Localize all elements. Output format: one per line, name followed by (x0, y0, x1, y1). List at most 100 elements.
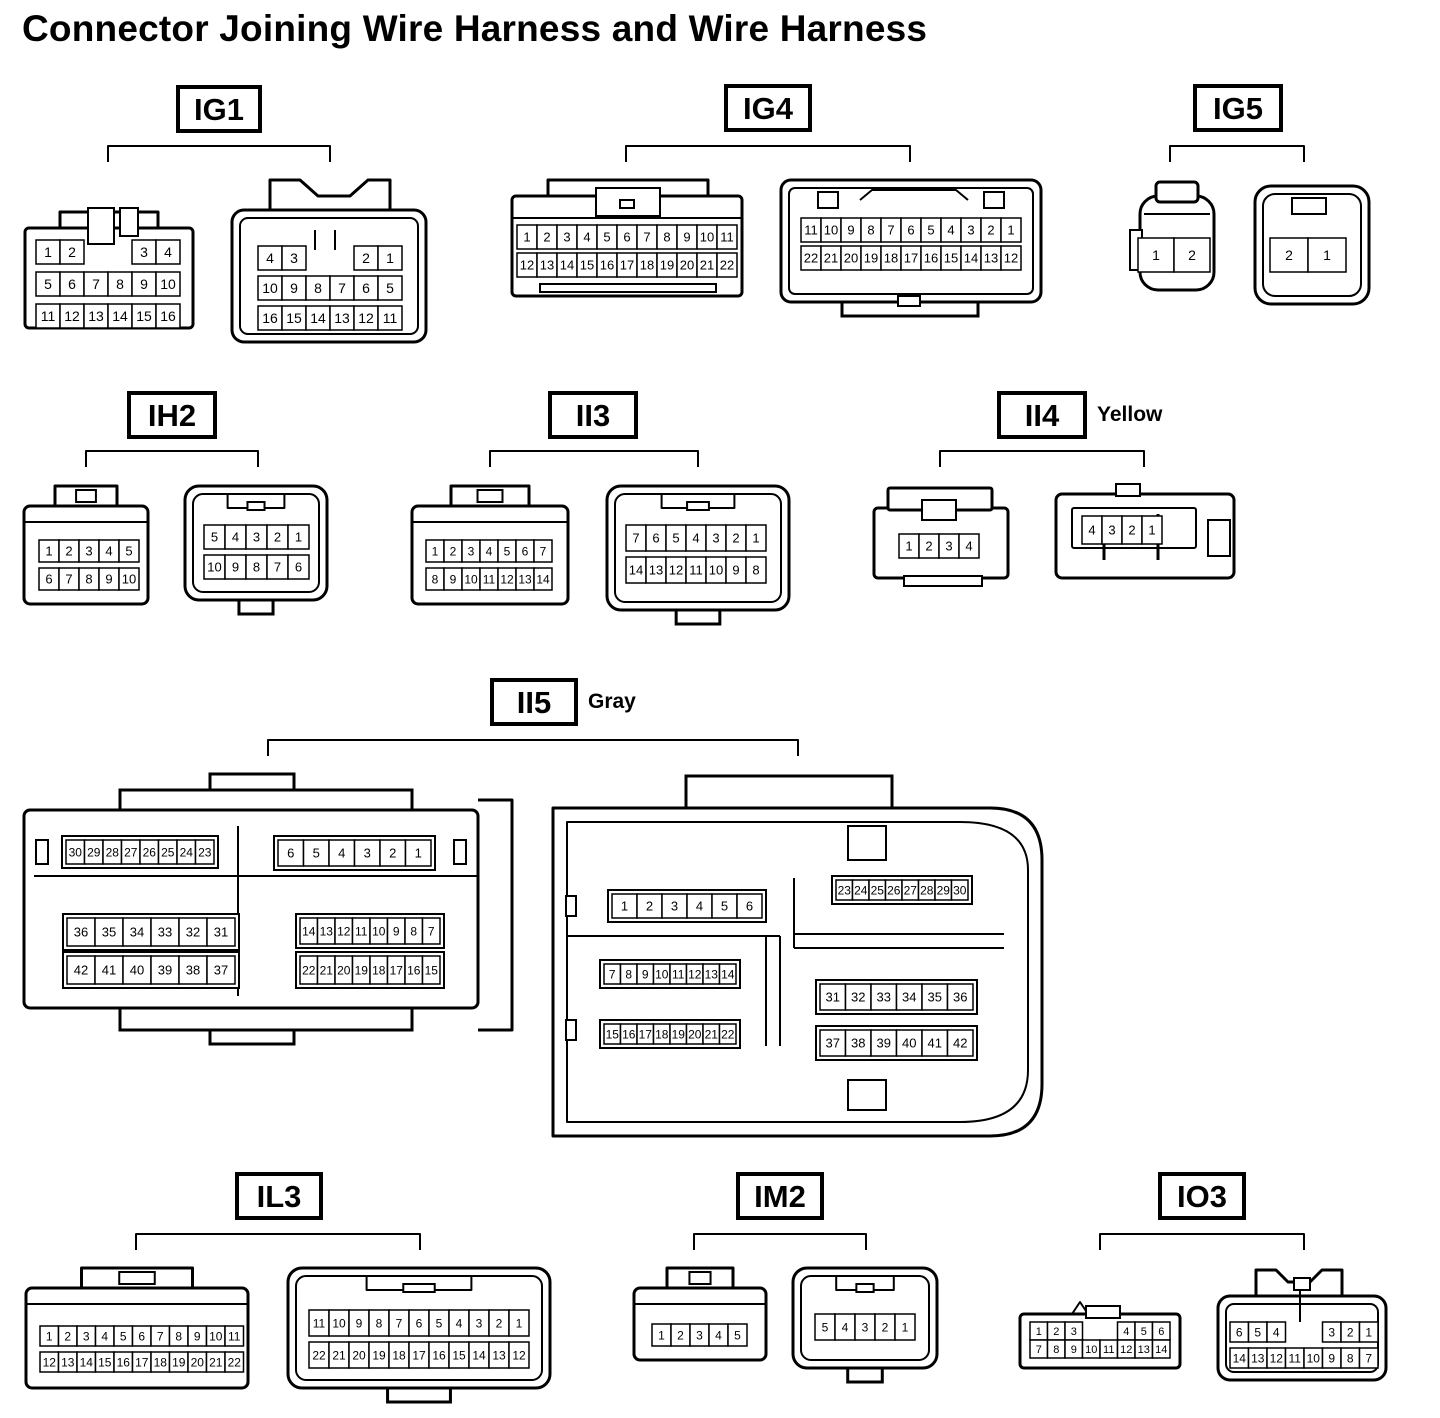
terminal-number: 26 (887, 883, 901, 897)
terminal-number: 5 (927, 223, 934, 238)
connector-code-label: IG4 (743, 91, 794, 126)
terminal-number: 14 (1155, 1344, 1167, 1356)
terminal-cavity (224, 1325, 245, 1347)
terminal-number: 3 (1071, 1326, 1077, 1338)
terminal-number: 19 (864, 251, 878, 266)
terminal-cavity (1141, 515, 1163, 545)
terminal-cavity (718, 1023, 737, 1045)
terminal-number: 9 (732, 563, 739, 578)
terminal-cavity (329, 305, 355, 331)
connector-code-label: IO3 (1177, 1179, 1227, 1214)
terminal-number: 17 (620, 258, 634, 273)
terminal-number: 16 (924, 251, 938, 266)
terminal-number: 24 (854, 883, 868, 897)
terminal-number: 1 (432, 544, 439, 558)
terminal-number: 5 (386, 280, 394, 296)
terminal-number: 24 (180, 845, 194, 859)
terminal-number: 7 (1036, 1344, 1042, 1356)
terminal-cavity (895, 983, 923, 1011)
terminal-cavity (950, 879, 969, 901)
terminal-number: 14 (112, 308, 128, 324)
terminal-number: 2 (732, 531, 739, 546)
terminal-number: 20 (352, 1348, 366, 1362)
terminal-number: 21 (700, 258, 714, 273)
terminal-number: 1 (523, 230, 530, 245)
terminal-number: 1 (46, 1329, 53, 1343)
terminal-number: 2 (1285, 247, 1293, 263)
terminal-number: 20 (844, 251, 858, 266)
terminal-number: 12 (337, 924, 351, 938)
terminal-number: 25 (871, 883, 885, 897)
terminal-number: 10 (372, 924, 386, 938)
terminal-number: 18 (640, 258, 654, 273)
terminal-number: 6 (522, 544, 529, 558)
terminal-number: 8 (410, 924, 417, 938)
terminal-cavity (35, 303, 61, 329)
terminal-number: 4 (947, 223, 954, 238)
terminal-number: 7 (157, 1329, 164, 1343)
terminal-number: 41 (928, 1036, 942, 1051)
terminal-number: 9 (683, 230, 690, 245)
terminal-number: 3 (712, 531, 719, 546)
terminal-number: 7 (887, 223, 894, 238)
terminal-number: 3 (140, 244, 148, 260)
terminal-number: 12 (512, 1348, 526, 1362)
terminal-number: 9 (847, 223, 854, 238)
connector-pair-bracket (85, 450, 259, 467)
terminal-cavity (661, 893, 688, 919)
terminal-cavity (131, 239, 157, 265)
terminal-number: 14 (629, 563, 643, 578)
terminal-cavity (59, 303, 85, 329)
terminal-number: 6 (138, 1329, 145, 1343)
terminal-number: 6 (1158, 1326, 1164, 1338)
terminal-cavity (206, 917, 236, 947)
terminal-number: 18 (372, 963, 386, 977)
terminal-number: 14 (560, 258, 574, 273)
harness-color-label: Yellow (1097, 403, 1163, 426)
terminal-cavity (716, 252, 738, 278)
terminal-number: 11 (1289, 1351, 1302, 1365)
terminal-number: 1 (621, 899, 628, 914)
terminal-cavity (206, 955, 236, 985)
terminal-number: 13 (1251, 1351, 1265, 1365)
terminal-number: 7 (540, 544, 547, 558)
terminal-cavity (353, 839, 381, 867)
terminal-cavity (1173, 237, 1211, 273)
terminal-cavity (287, 554, 310, 580)
terminal-number: 7 (428, 924, 435, 938)
connector-code-label: IG5 (1213, 91, 1263, 126)
connector-pair-bracket (107, 145, 331, 162)
terminal-number: 7 (396, 1316, 403, 1330)
harness-color-label: Gray (588, 690, 636, 713)
terminal-number: 2 (925, 539, 932, 554)
terminal-number: 40 (902, 1036, 916, 1051)
terminal-number: 42 (74, 963, 88, 978)
terminal-number: 8 (376, 1316, 383, 1330)
terminal-cavity (718, 963, 737, 985)
connector-code-box (997, 391, 1087, 439)
terminal-number: 5 (1141, 1326, 1147, 1338)
terminal-number: 5 (1254, 1325, 1261, 1339)
terminal-number: 19 (372, 1348, 386, 1362)
terminal-number: 11 (483, 572, 496, 586)
terminal-number: 11 (689, 563, 703, 578)
terminal-cavity (83, 271, 109, 297)
terminal-number: 34 (130, 925, 144, 940)
terminal-number: 4 (1088, 523, 1095, 538)
terminal-number: 1 (386, 250, 394, 266)
terminal-number: 4 (696, 899, 703, 914)
terminal-number: 2 (677, 1328, 684, 1342)
connector-code-label: II4 (1025, 398, 1060, 433)
terminal-number: 21 (209, 1355, 223, 1369)
terminal-number: 16 (262, 310, 278, 326)
terminal-number: 3 (1108, 523, 1115, 538)
terminal-number: 2 (450, 544, 457, 558)
terminal-number: 8 (175, 1329, 182, 1343)
terminal-number: 13 (492, 1348, 506, 1362)
terminal-number: 22 (721, 1027, 735, 1041)
